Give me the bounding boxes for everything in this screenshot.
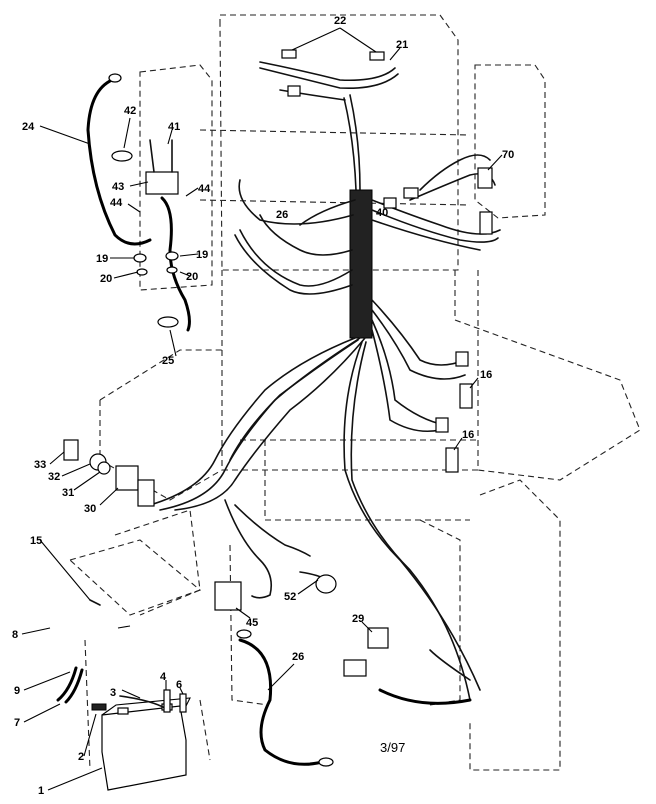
callout-9: 9	[14, 685, 20, 697]
headlight-harness	[259, 27, 401, 101]
callout-20-left: 20	[100, 273, 112, 285]
callout-7: 7	[14, 717, 20, 729]
washer-31	[97, 461, 111, 475]
callout-2: 2	[78, 751, 84, 763]
connector-16-low-mid	[435, 417, 449, 433]
callout-31: 31	[62, 487, 74, 499]
callout-70: 70	[502, 149, 514, 161]
connector-40a	[403, 187, 419, 199]
key-33	[63, 439, 79, 461]
terminal-28-top	[236, 629, 252, 639]
bolt-2	[91, 703, 107, 711]
connector-16-lower	[445, 447, 459, 473]
callout-45: 45	[246, 617, 258, 629]
callout-43: 43	[112, 181, 124, 193]
callout-52: 52	[284, 591, 296, 603]
callout-21: 21	[396, 39, 408, 51]
switch-plug	[137, 479, 155, 507]
callout-33: 33	[34, 459, 46, 471]
connector-22-right	[369, 51, 385, 61]
washer-19-left	[133, 253, 147, 263]
terminal-28-bottom	[318, 757, 334, 767]
callout-44-right: 44	[198, 183, 211, 195]
connector-bulb	[287, 85, 301, 97]
callout-44-left: 44	[110, 197, 123, 209]
washer-19-right	[165, 251, 179, 261]
lower-harness	[214, 499, 472, 767]
ring-terminal-24	[108, 73, 122, 83]
connector-40b	[383, 197, 397, 209]
right-connectors	[383, 154, 503, 473]
connector-22-left	[281, 49, 297, 59]
callout-32: 32	[48, 471, 60, 483]
washer-6	[179, 693, 187, 713]
tractor-outline	[84, 14, 641, 771]
callout-15: 15	[30, 535, 42, 547]
nut-20-left	[136, 268, 148, 276]
callout-40: 40	[376, 207, 388, 219]
plug-lower	[343, 659, 367, 677]
fuse-52	[315, 574, 337, 594]
starter-solenoid	[145, 171, 179, 195]
callout-26-upper: 26	[276, 209, 288, 221]
callout-30: 30	[84, 503, 96, 515]
connector-16-mid	[455, 351, 469, 367]
callout-19-left: 19	[96, 253, 108, 265]
connector-70	[477, 167, 493, 189]
callout-labels: 1 2 3 4 6 7 8 9 15 16 16 19 19 20 20 21 …	[12, 15, 514, 797]
callout-29: 29	[352, 613, 364, 625]
nut-20-right	[166, 266, 178, 274]
seat-switch-29	[367, 627, 389, 649]
callout-4: 4	[160, 671, 167, 683]
callout-16-upper: 16	[480, 369, 492, 381]
callout-20-right: 20	[186, 271, 198, 283]
callout-26-lower: 26	[292, 651, 304, 663]
callout-41: 41	[168, 121, 180, 133]
nut-4	[163, 689, 171, 713]
terminal-42	[111, 150, 133, 162]
callout-6: 6	[176, 679, 182, 691]
solenoid-group	[39, 73, 199, 357]
battery-terminal-neg	[117, 707, 129, 715]
ignition-switch-group	[49, 439, 155, 507]
callout-16-lower: 16	[462, 429, 474, 441]
callout-8: 8	[12, 629, 18, 641]
callout-22: 22	[334, 15, 346, 27]
callout-25: 25	[162, 355, 174, 367]
connector-right-edge	[479, 211, 493, 235]
callout-3: 3	[110, 687, 116, 699]
battery	[101, 705, 187, 791]
coiled-conduit	[349, 189, 373, 339]
battery-group	[21, 539, 202, 791]
callout-24: 24	[22, 121, 35, 133]
revision-stamp: 3/97	[380, 740, 405, 755]
callout-42: 42	[124, 105, 136, 117]
callout-19-right: 19	[196, 249, 208, 261]
module-45	[214, 581, 242, 611]
callout-1: 1	[38, 785, 44, 797]
ring-terminal-25	[157, 316, 179, 328]
ignition-switch-30	[115, 465, 139, 491]
connector-16-upper	[459, 383, 473, 409]
